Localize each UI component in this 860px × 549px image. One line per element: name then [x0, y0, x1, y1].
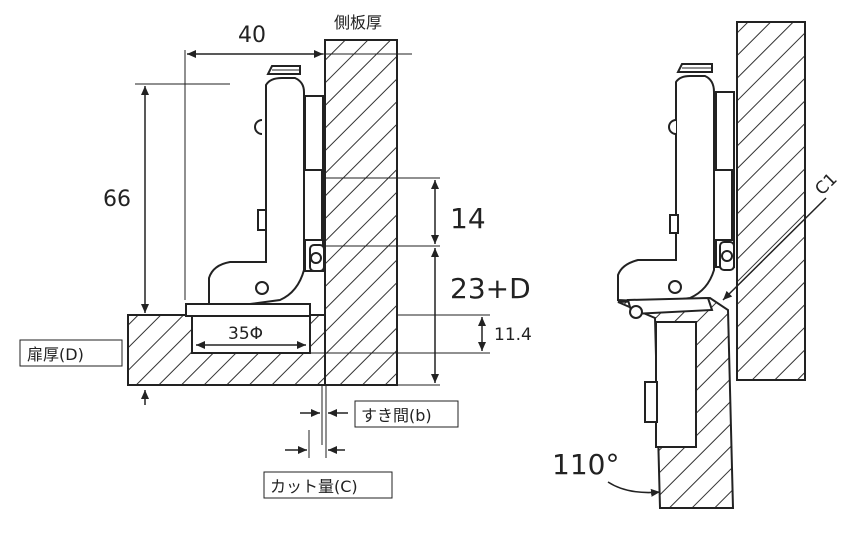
chamfer-leader	[722, 197, 827, 301]
chamfer-label: C1	[811, 169, 841, 199]
side-panel-thickness-label: 側板厚	[334, 13, 382, 32]
dim-23d-label: 23+D	[450, 272, 531, 305]
door-thickness-label: 扉厚(D)	[27, 345, 84, 364]
gap-box	[354, 400, 459, 428]
bore-35-label: 35Φ	[228, 324, 263, 344]
side-panel	[324, 39, 398, 386]
hinge-body-left	[185, 65, 325, 317]
dim-66-label: 66	[103, 187, 131, 212]
dim-11-4-label: 11.4	[494, 325, 532, 345]
gap-label: すき間(b)	[361, 406, 432, 425]
cut-amount-box	[263, 471, 393, 499]
hinge-body-right	[617, 63, 735, 304]
side-panel-open	[736, 21, 806, 381]
angle-label: 110°	[552, 448, 619, 481]
dim-14-label: 14	[450, 202, 486, 235]
door-thickness-box	[19, 339, 123, 367]
door-open	[617, 296, 735, 509]
cut-amount-label: カット量(C)	[270, 477, 358, 496]
angle-arc	[607, 481, 661, 497]
dim-40-label: 40	[238, 23, 266, 48]
